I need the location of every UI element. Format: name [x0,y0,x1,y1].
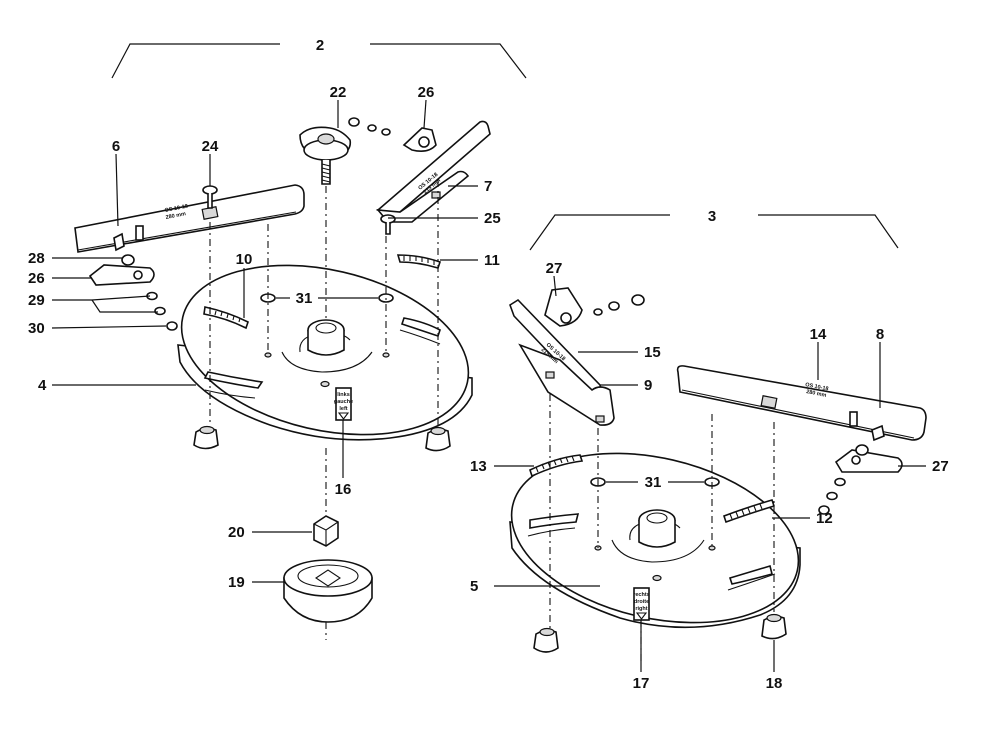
foot-left-disc-b [425,426,451,452]
callout-27-side: 27 [932,458,949,475]
blade-6: OS 10-18 280 mm [74,184,305,253]
callout-5: 5 [470,578,478,595]
callout-22: 22 [330,84,347,101]
callout-6: 6 [112,138,120,155]
group-label-3: 3 [708,208,716,225]
callout-15: 15 [644,344,661,361]
bracket-26-top [348,117,437,152]
callout-4: 4 [38,377,47,394]
cutter-disc-4: links gauche left [177,264,473,441]
group-bracket-2 [111,43,527,79]
callout-29: 29 [28,292,45,309]
disc-label-left: left [339,406,347,412]
bolt-24 [202,185,218,209]
callout-numbers: 22 26 6 24 7 25 11 10 28 26 29 30 31 4 1… [28,84,949,692]
bolt-25 [380,214,396,235]
callout-28: 28 [28,250,45,267]
callout-19: 19 [228,574,245,591]
scale-segment-11 [396,254,442,269]
callout-17: 17 [633,675,650,692]
callout-7: 7 [484,178,492,195]
scale-segment-12 [722,499,776,524]
base-plate-19 [283,559,373,623]
leader-lines [51,99,926,672]
callout-31-right: 31 [645,474,662,491]
callout-14: 14 [810,326,827,343]
blade-6-marking-2: 280 mm [165,211,186,221]
callout-11: 11 [484,252,500,269]
callout-16: 16 [335,481,352,498]
callout-30: 30 [28,320,45,337]
bracket-27-side [834,449,903,473]
disc-label-rechts: rechts [633,592,650,598]
callout-27-top: 27 [546,260,563,277]
coupling-20 [313,515,339,547]
disc-label-gauche: gauche [334,399,353,405]
foot-left-disc-a [193,425,219,450]
callout-10: 10 [236,251,253,268]
blade-8-marking-2: 280 mm [806,389,827,399]
foot-right-disc-a [533,627,559,653]
callout-18: 18 [766,675,783,692]
blade-6-marking-1: OS 10-18 [164,204,188,214]
callout-26-top: 26 [418,84,435,101]
nut-30 [166,321,178,331]
blade-7: OS 10-18 215 mm [376,120,491,223]
callout-24: 24 [202,138,219,155]
disc-label-right: right [635,606,647,612]
bracket-27-top [544,287,645,327]
knob-22 [299,126,352,185]
callout-8: 8 [876,326,884,343]
group-bracket-3 [529,214,899,251]
callout-13: 13 [470,458,487,475]
callout-12: 12 [816,510,833,527]
washer-29b [154,306,166,316]
nut-right-b [818,505,830,515]
callout-25: 25 [484,210,501,227]
nut-28 [121,254,135,266]
cutter-disc-5: rechts droite right [509,452,801,629]
bracket-26-side [88,264,155,286]
group-label-2: 2 [316,37,324,54]
disc-label-links: links [337,392,350,398]
disc-label-droite: droite [634,599,649,605]
callout-20: 20 [228,524,245,541]
stud-left [113,232,125,252]
washer-right-a [834,477,846,487]
blade-8: OS 10-18 280 mm [676,365,927,441]
callout-26-side: 26 [28,270,45,287]
washer-right-b [826,491,838,501]
callout-31-left: 31 [296,290,313,307]
blade-8-marking-1: OS 10-18 [805,382,829,392]
stud-right [871,424,885,442]
nut-right-a [855,444,869,456]
scale-segment-13 [529,454,584,478]
callout-9: 9 [644,377,652,394]
foot-right-disc-b [761,613,787,640]
